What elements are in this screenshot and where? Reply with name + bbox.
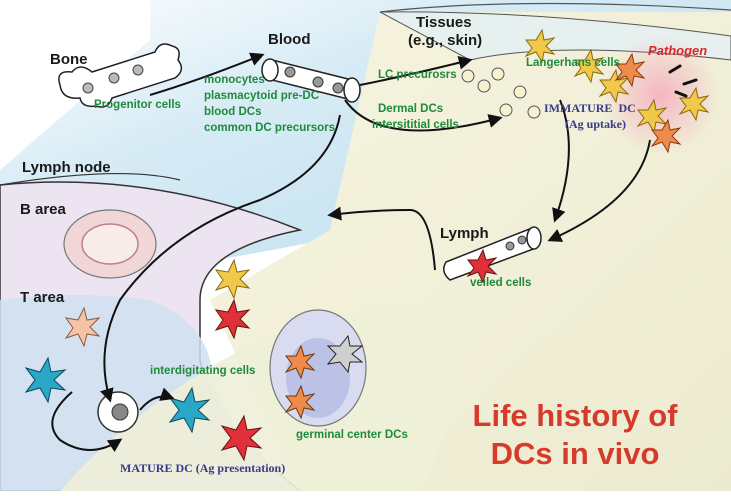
veiled-cells-label: veiled cells (470, 277, 532, 289)
migration-arrows (51, 52, 651, 453)
immature-dc-label: IMMATURE DC (544, 101, 636, 115)
blood-list-item-2: blood DCs (204, 106, 262, 118)
ag-uptake-label: (Ag uptake) (565, 117, 627, 131)
interstitial-label: intersititial cells (372, 119, 459, 131)
title-line-2: DCs in vivo (490, 436, 660, 471)
langerhans-label: Langerhans cells (526, 57, 620, 69)
lymph-node-label: Lymph node (22, 159, 111, 176)
lymph-node-dc-cells (24, 248, 498, 462)
blood-list-item-1: plasmacytoid pre-DC (204, 90, 320, 102)
lc-precursors-label: LC precurosrs (378, 69, 457, 81)
progenitor-label: Progenitor cells (94, 99, 181, 111)
blood-label: Blood (268, 31, 311, 48)
blood-list-item-0: monocytes (204, 74, 265, 86)
interdigitating-label: interdigitating cells (150, 365, 256, 377)
tissues-label: Tissues (416, 14, 472, 31)
langerhans-cell-cluster (524, 28, 710, 134)
mature-dc-label: MATURE DC (Ag presentation) (120, 461, 286, 475)
dermal-dcs-label: Dermal DCs (378, 103, 444, 115)
tissues-example-label: (e.g., skin) (408, 32, 483, 49)
pathogen-icon (668, 64, 698, 98)
title-line-1: Life history of (472, 398, 678, 433)
t-area-label: T area (20, 289, 65, 306)
blood-list-item-3: common DC precursors (204, 122, 336, 134)
bone-label: Bone (50, 51, 88, 68)
activated-dc-cluster (614, 52, 682, 154)
lymph-label: Lymph (440, 225, 489, 242)
pathogen-label: Pathogen (648, 43, 708, 58)
germinal-center-label: germinal center DCs (296, 429, 408, 441)
b-area-label: B area (20, 201, 66, 218)
